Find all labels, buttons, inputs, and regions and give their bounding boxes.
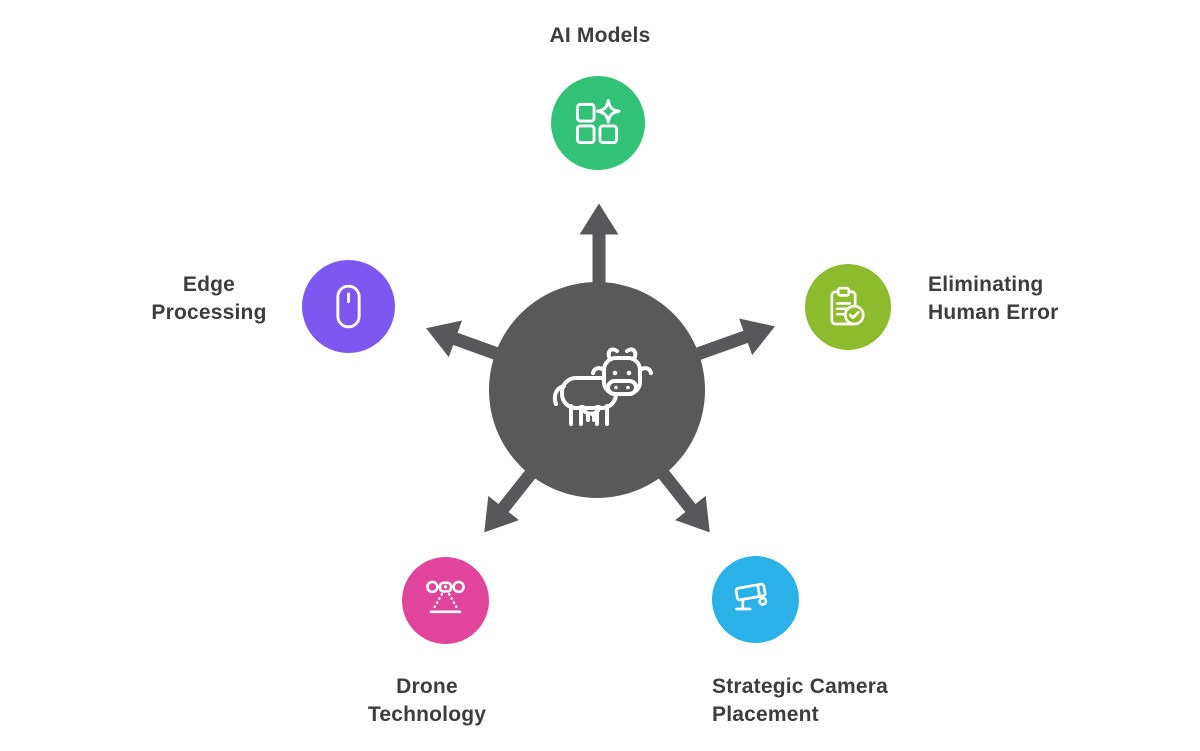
node-edge-processing [302, 260, 395, 353]
label-line: Eliminating [928, 273, 1044, 296]
node-ai-models [551, 76, 645, 170]
label-line: Processing [151, 301, 267, 324]
label-line: Edge [182, 273, 236, 296]
center-circle [489, 282, 705, 498]
clipboard-check-icon [830, 286, 865, 326]
label-ai-models: AI Models [500, 22, 700, 50]
label-drone-technology: Drone Technology [339, 673, 515, 729]
drone-icon [426, 580, 465, 614]
label-line: Technology [367, 703, 487, 726]
node-circle [402, 557, 489, 644]
label-line: Drone [396, 675, 458, 698]
label-line: Human Error [928, 301, 1059, 324]
ai-sparkle-squares-icon [575, 99, 621, 145]
node-circle [302, 260, 395, 353]
label-line: Strategic Camera [712, 675, 888, 698]
center-hub [489, 282, 705, 498]
label-edge-processing: Edge Processing [121, 271, 297, 327]
cow-icon [552, 347, 653, 426]
label-strategic-camera-placement: Strategic Camera Placement [712, 673, 888, 729]
node-circle [712, 556, 799, 643]
label-eliminating-human-error: Eliminating Human Error [928, 271, 1059, 327]
node-eliminating-human-error [805, 264, 891, 350]
node-drone-technology [402, 557, 489, 644]
label-line: AI Models [549, 24, 651, 47]
node-circle [551, 76, 645, 170]
computer-mouse-icon [336, 284, 361, 329]
label-line: Placement [712, 703, 819, 726]
node-strategic-camera-placement [712, 556, 799, 643]
cctv-camera-icon [734, 582, 768, 611]
